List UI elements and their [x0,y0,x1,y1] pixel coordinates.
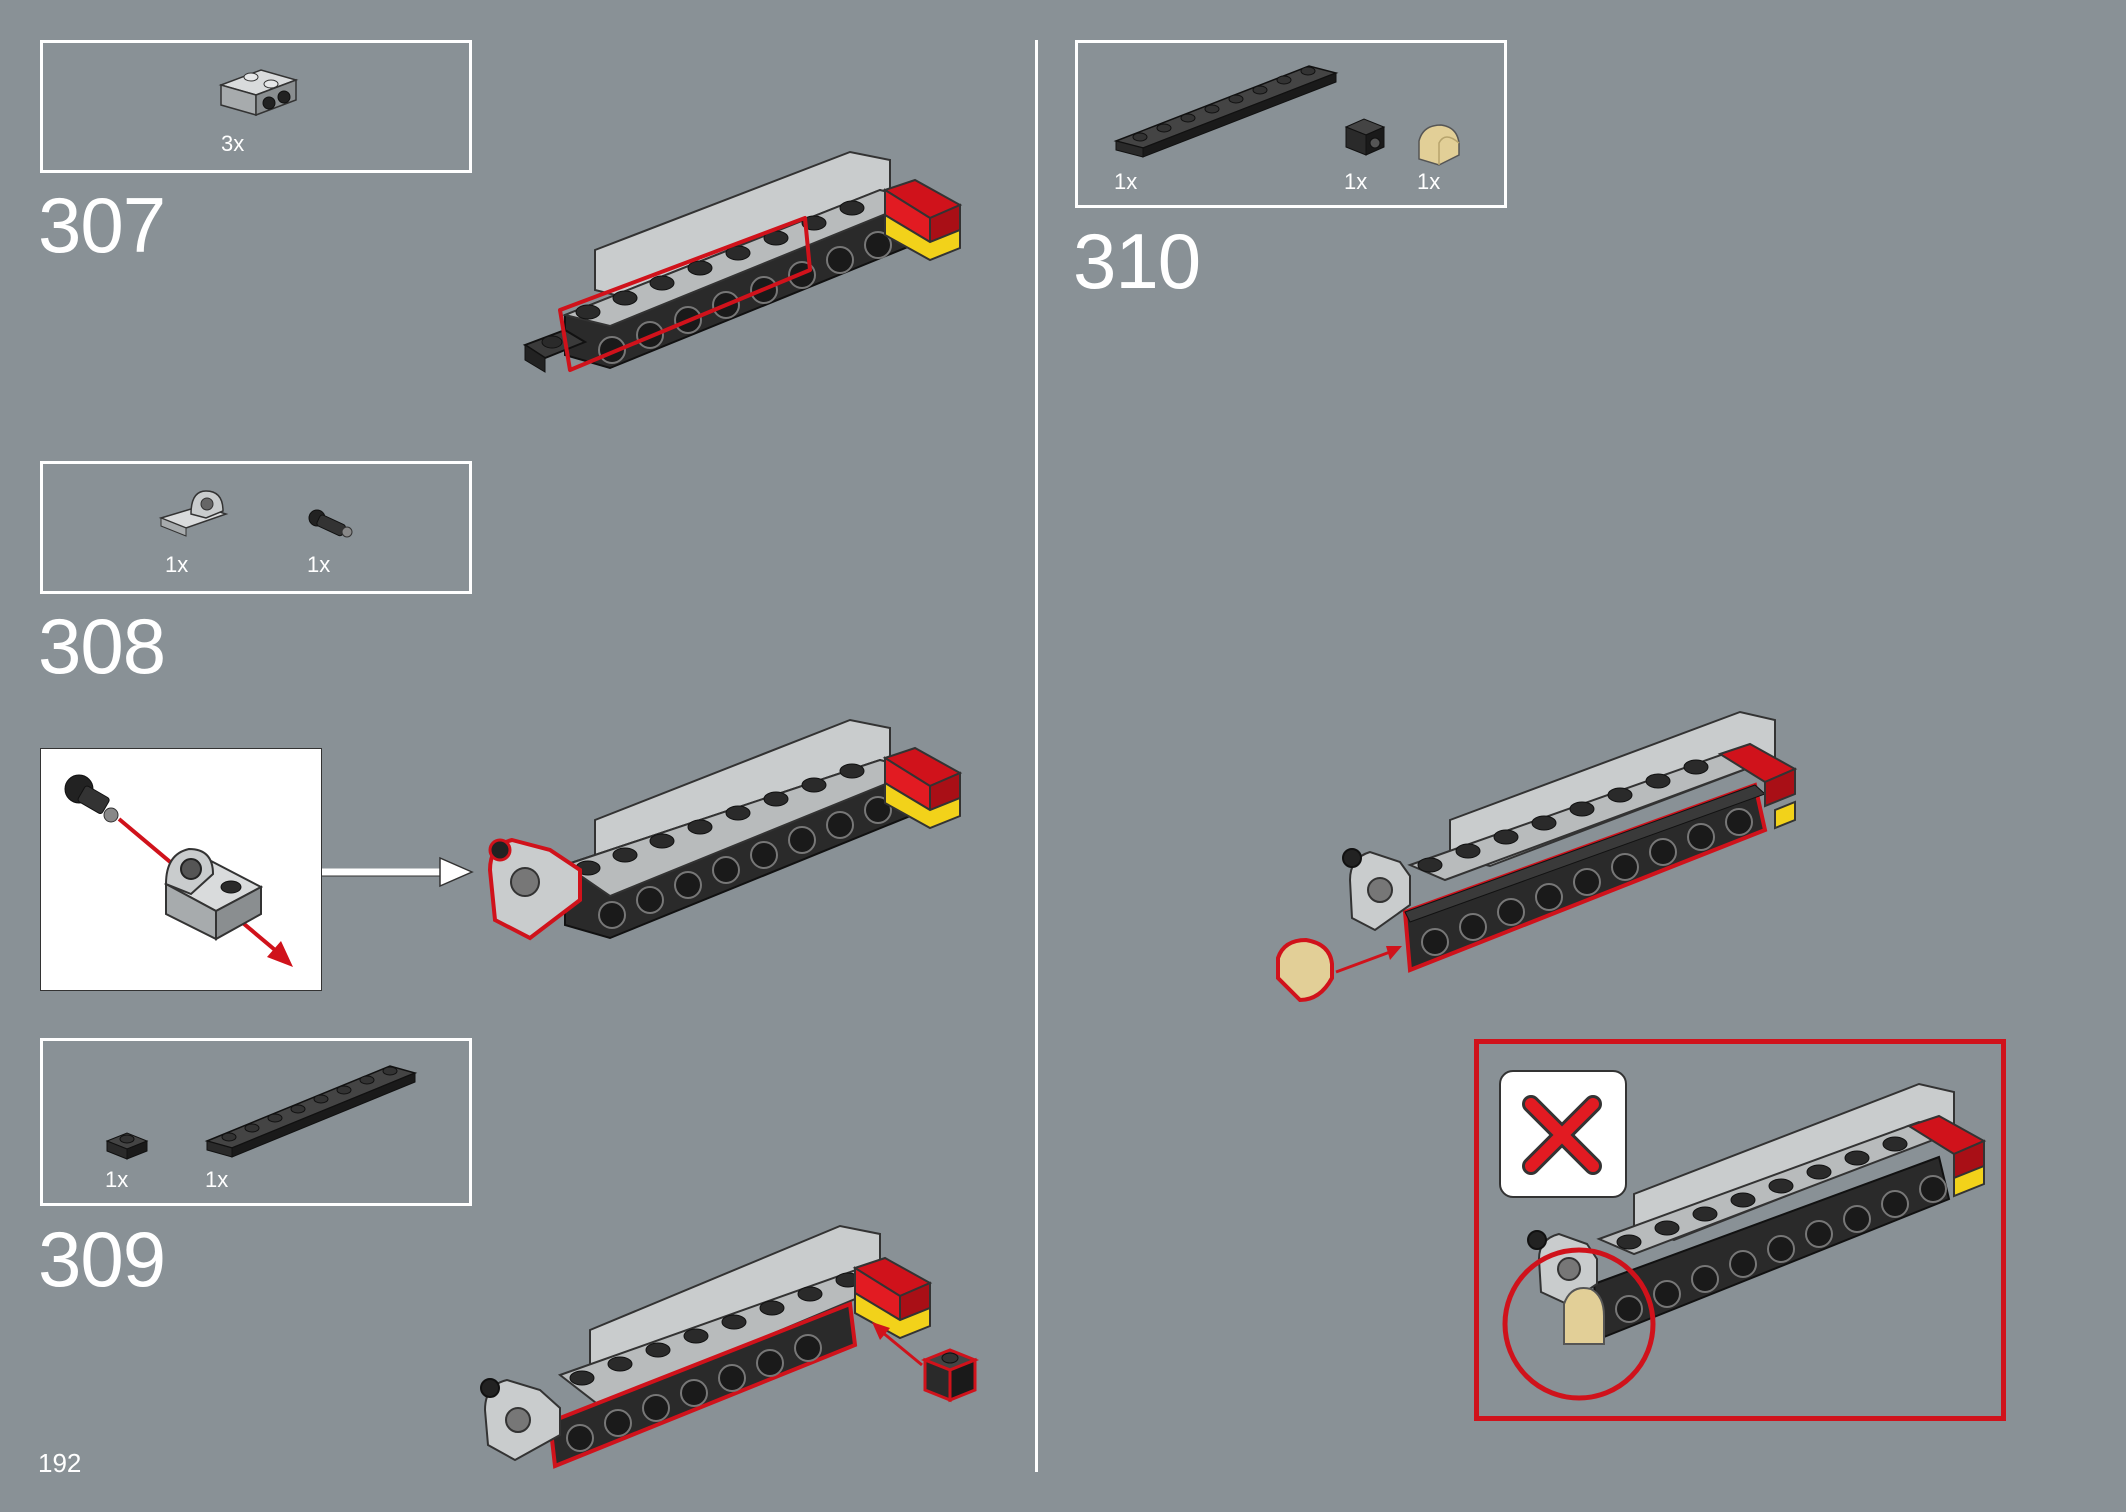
black-plate-1x8-icon [204,1065,418,1158]
parts-list-309: 1x 1x [40,1038,472,1206]
pin-insertion-callout [40,748,322,991]
step-number: 310 [1073,217,1201,305]
model-step-310 [1276,710,1798,1003]
black-plate-1x8-long-icon [1113,65,1339,158]
qty-label: 1x [1344,169,1368,194]
qty-label: 1x [205,1167,229,1192]
parts-list-308: 1x 1x [40,461,472,594]
error-highlight-circle [1502,1247,1656,1401]
incorrect-model [1502,1082,1987,1401]
step-number: 308 [38,602,166,690]
x-mark [1522,1095,1602,1175]
page-number: 192 [38,1448,82,1478]
red-x-icon [1499,1070,1627,1198]
step-number: 307 [38,181,166,269]
qty-label: 1x [1114,169,1138,194]
parts-list-310: 1x 1x 1x [1075,40,1507,208]
parts-list-307: 3x [40,40,472,173]
tan-curved-slope-icon [1418,124,1460,166]
black-plate-1x1-icon [105,1132,149,1160]
model-step-309 [480,1224,980,1469]
model-step-308 [487,718,963,941]
callout-connector-arrow [322,856,474,888]
qty-label: 1x [1417,169,1441,194]
qty-label: 3x [221,131,245,156]
qty-label: 1x [307,552,331,577]
black-pin-connector-icon [308,509,353,538]
black-bracket-1x1-icon [1344,118,1386,156]
grey-pin-hole-plate-icon [158,490,229,537]
model-step-307 [522,150,963,373]
page-divider [1035,40,1038,1472]
qty-label: 1x [165,552,189,577]
grey-bracket-plate-icon [218,69,299,117]
qty-label: 1x [105,1167,129,1192]
incorrect-assembly-frame [1474,1039,2006,1421]
callout-diagram [64,774,293,967]
step-number: 309 [38,1215,166,1303]
